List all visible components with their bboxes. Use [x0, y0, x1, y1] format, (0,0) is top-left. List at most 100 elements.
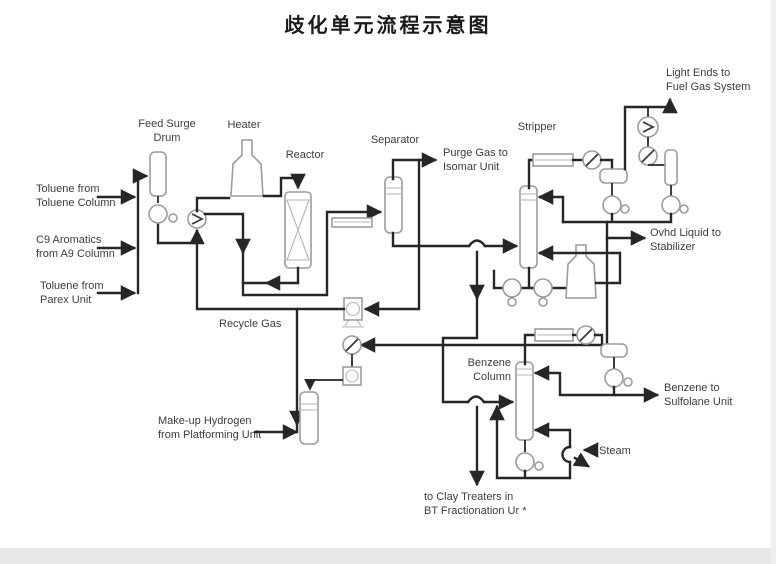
reactor-catalyst-bed [286, 199, 310, 261]
feed-pump-seal [168, 213, 178, 223]
benzene-column-label-2: Column [473, 371, 511, 383]
stripper-column [519, 185, 538, 269]
benzene-ovhd-valve-stem-icon [579, 328, 593, 342]
combined-feed-line [203, 204, 383, 297]
feed-surge-drum-label-2: Drum [154, 132, 181, 144]
stream-label-toluene-from-parex-1: Toluene from [40, 280, 104, 292]
clay-treaters-label-1: to Clay Treaters in [424, 491, 513, 503]
benzene-column-vessel [515, 361, 534, 441]
light-ends-label-1: Light Ends to [666, 67, 730, 79]
heater-reactor-group: Heater Reactor [195, 119, 383, 297]
feed-streams: Toluene from Toluene Column C9 Aromatics… [36, 168, 149, 306]
valve-to-benzene-drum [593, 333, 604, 345]
separator-trays [386, 187, 401, 195]
reactor-label: Reactor [286, 149, 325, 161]
feed-surge-drum-label-1: Feed Surge [138, 118, 195, 130]
benzene-column-label-1: Benzene [468, 357, 511, 369]
benzene-reflux-pump-seal [623, 377, 633, 387]
purge-gas-label-1: Purge Gas to [443, 147, 508, 159]
benzene-product-label-2: Sulfolane Unit [664, 396, 733, 408]
stripper-reflux-pump-seal [620, 204, 630, 214]
purge-gas-line [391, 152, 438, 181]
benzene-ovhd-line [523, 333, 537, 366]
compressor-to-drum-line [304, 379, 343, 391]
recycle-gas-line-right [363, 158, 421, 317]
ovhd-liquid-header [561, 212, 673, 224]
separator-bottoms-line [391, 231, 471, 248]
makeup-ko-drum [299, 391, 319, 445]
page-right-band [771, 0, 776, 564]
reactor-effluent-line [241, 266, 300, 285]
separator-vessel [384, 176, 403, 234]
feed-pump-discharge-line [156, 223, 199, 245]
light-ends-ko-vessel [664, 149, 678, 186]
stripper-reflux-arrow [537, 189, 565, 224]
feed-header-line [132, 168, 149, 295]
makeup-hydrogen-group: Make-up Hydrogen from Platforming Unit [158, 307, 609, 445]
bottoms-circulation-line [497, 407, 572, 480]
purge-gas-label-2: Isomar Unit [443, 161, 499, 173]
stripper-reflux-pump [602, 195, 622, 215]
stream-label-toluene-from-toluene-column-1: Toluene from [36, 183, 100, 195]
stripper-bottoms-pump-2 [533, 278, 553, 298]
light-ends-pump [661, 195, 681, 215]
clay-treaters-label-2: BT Fractionation Ur * [424, 505, 527, 517]
heater-label: Heater [227, 119, 260, 131]
stream-label-toluene-from-parex-2: Parex Unit [40, 294, 91, 306]
stripper-label: Stripper [518, 121, 557, 133]
benzene-product-label-1: Benzene to [664, 382, 720, 394]
light-ends-pump-seal [679, 204, 689, 214]
heater-outlet-line [262, 176, 300, 198]
light-ends-valve-stem-icon [641, 149, 655, 163]
makeup-hydrogen-label-2: from Platforming Unit [158, 429, 261, 441]
page-bottom-band [0, 548, 776, 564]
steam-return-arrow [533, 422, 572, 449]
heater-inlet-line [195, 196, 231, 213]
makeup-hydrogen-label-1: Make-up Hydrogen [158, 415, 252, 427]
stripper-ovhd-line [527, 158, 535, 190]
fin-fan-chevron-icon [642, 121, 656, 133]
reboiler-return-line [537, 245, 622, 285]
stripper-bottoms-pump-1-seal [507, 297, 517, 307]
recycle-gas-label: Recycle Gas [219, 318, 282, 330]
diagram-title: 歧化单元流程示意图 [285, 13, 492, 37]
benzene-reflux-line [536, 373, 616, 397]
stripper-bottoms-pump-1 [502, 278, 522, 298]
benzene-bottoms-pump [515, 452, 535, 472]
makeup-ko-drum-trays [301, 403, 317, 411]
steam-label: Steam [599, 445, 631, 457]
recycle-compressor-base [342, 319, 364, 328]
feed-pump [148, 204, 168, 224]
stripper-trays [521, 193, 536, 201]
benzene-reflux-drum [600, 343, 628, 358]
recycle-compressor-rotor-icon [345, 301, 361, 317]
makeup-compressor-rotor-icon [345, 369, 359, 383]
column-feed-line [441, 250, 479, 404]
ovhd-liquid-label-1: Ovhd Liquid to [650, 227, 721, 239]
stream-label-c9-aromatics-2: from A9 Column [36, 248, 115, 260]
separator-label: Separator [371, 134, 420, 146]
benzene-reflux-pump [604, 368, 624, 388]
light-ends-label-2: Fuel Gas System [666, 81, 750, 93]
stripper-reflux-drum [599, 168, 628, 184]
valve-to-drum-line [599, 158, 614, 170]
stripper-ovhd-valve-stem-icon [585, 153, 599, 167]
stripper-group: Stripper Light Ends to Fuel Gas System [391, 67, 750, 347]
line-crossover-2 [466, 395, 486, 404]
feed-surge-drum-group: Feed Surge Drum [138, 118, 207, 245]
heater-furnace [230, 139, 264, 197]
stripper-bottoms-pump-2-seal [538, 297, 548, 307]
steam-tee-crossover [561, 445, 572, 464]
stream-label-toluene-from-toluene-column-2: Toluene Column [36, 197, 116, 209]
benzene-column-group: Benzene Column to Clay Treaters in BT Fr… [424, 250, 733, 517]
steam-tee-outlet-arrow [572, 452, 590, 468]
feed-junction-chevron-icon [191, 213, 205, 225]
benzene-bottoms-pump-seal [534, 461, 544, 471]
stripper-reboiler [565, 244, 597, 299]
line-crossover-1 [467, 239, 487, 248]
ovhd-liquid-label-2: Stabilizer [650, 241, 696, 253]
makeup-control-valve-stem-icon [345, 338, 359, 352]
recycle-gas-line-left [189, 228, 346, 311]
